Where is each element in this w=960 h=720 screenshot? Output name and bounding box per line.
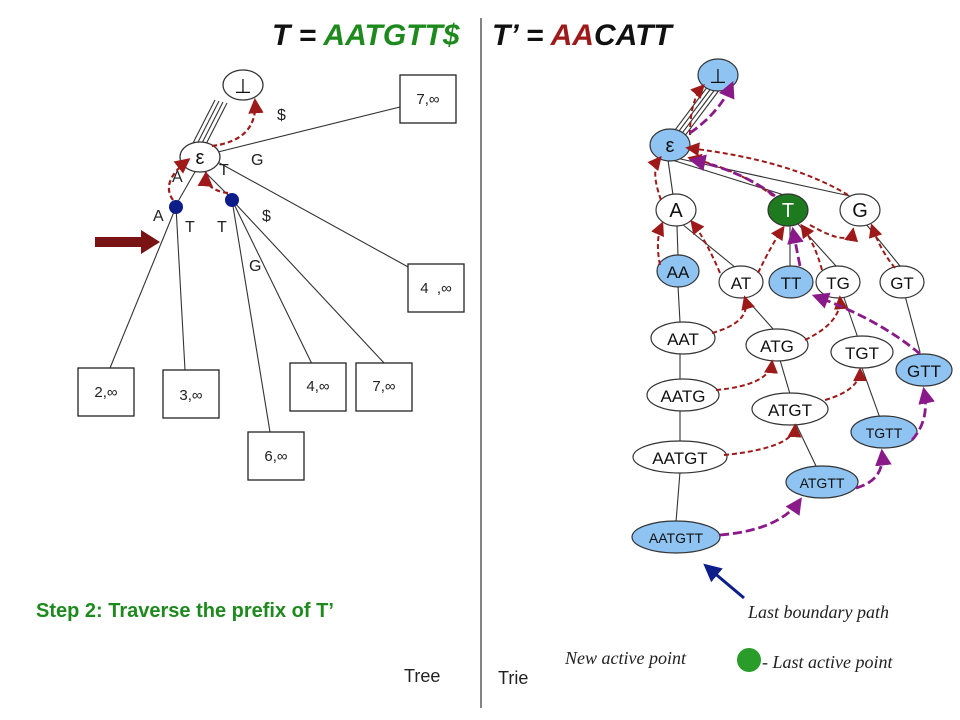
svg-text:G: G [852, 200, 868, 222]
trie-node-ATG: ATG [745, 328, 809, 362]
title-left-string: AATGTT$ [322, 19, 459, 52]
tree-suffix-link-root [211, 97, 264, 148]
edge-label-t-upper: T [219, 162, 229, 179]
edge-label-a-outer: A [172, 169, 183, 186]
edge-label-dollar-top: $ [277, 107, 286, 124]
legend-new-active-point: New active point [564, 648, 687, 668]
svg-text:⊥: ⊥ [709, 66, 726, 88]
legend-last-active-point-dot [737, 648, 761, 672]
suffix-tree: ⊥ ε $ A T G A T T $ G 7,∞ 4 ,∞ 2,∞ [77, 69, 465, 481]
svg-text:TGT: TGT [845, 344, 879, 363]
legend-last-active-point: - Last active point [762, 652, 893, 672]
svg-text:GTT: GTT [907, 362, 941, 381]
tree-suffix-link-a [167, 158, 191, 201]
svg-text:T: T [782, 200, 794, 222]
tree-leaf-right-mid: 4 ,∞ [407, 263, 465, 313]
edge-label-t-right: T [217, 219, 227, 236]
edge-label-g-upper: G [251, 152, 263, 169]
trie-node-AATGTT: AATGTT [631, 520, 721, 554]
svg-text:AA: AA [667, 263, 690, 282]
leaf-label: 3,∞ [179, 387, 203, 404]
trie-node-TGTT: TGTT [850, 415, 918, 449]
tree-suffix-link-t [197, 170, 229, 195]
trie-node-T: T [767, 193, 809, 227]
leaf-label: 4 ,∞ [420, 280, 452, 297]
title-left-prefix: T = [272, 19, 323, 52]
trie-node-TG: TG [815, 265, 861, 299]
svg-text:GT: GT [890, 274, 914, 293]
title-right-rest: CATT [594, 19, 674, 52]
trie-node-AATG: AATG [646, 378, 720, 412]
svg-text:AATGT: AATGT [652, 449, 707, 468]
legend-last-boundary-path: Last boundary path [747, 602, 889, 622]
trie-node-A: A [655, 193, 697, 227]
edge-label-t-left: T [185, 219, 195, 236]
edge-label-dollar-mid: $ [262, 208, 271, 225]
suffix-trie: ⊥ ε A T G AA AT TT [631, 58, 953, 554]
trie-node-AA: AA [656, 254, 700, 288]
leaf-label: 2,∞ [94, 384, 118, 401]
svg-text:TT: TT [781, 274, 802, 293]
svg-text:AATGTT: AATGTT [649, 530, 704, 546]
tree-internal-node-a [169, 200, 183, 214]
trie-node-TGT: TGT [830, 335, 894, 369]
trie-node-eps: ε [649, 128, 691, 162]
title-left: T = AATGTT$ [272, 19, 460, 52]
tree-leaf-top-right: 7,∞ [399, 74, 457, 124]
trie-node-bottom: ⊥ [697, 58, 739, 92]
tree-leaf-bottom: 6,∞ [247, 431, 305, 481]
trie-node-AAT: AAT [650, 321, 716, 355]
tree-bottom-node [222, 69, 264, 101]
svg-text:TGTT: TGTT [866, 425, 903, 441]
caption-tree: Tree [404, 666, 440, 686]
trie-node-G: G [839, 193, 881, 227]
tree-internal-node-t [225, 193, 239, 207]
trie-node-AATGT: AATGT [632, 440, 728, 474]
leaf-label: 7,∞ [416, 91, 440, 108]
tree-leaf-mid-right: 7,∞ [355, 362, 413, 412]
tree-root-label: ε [196, 147, 205, 169]
tree-leaf-far-left: 2,∞ [77, 367, 135, 417]
edge-label-g-mid: G [249, 258, 261, 275]
leaf-label: 4,∞ [306, 378, 330, 395]
trie-node-ATGT: ATGT [751, 392, 829, 426]
caption-trie: Trie [498, 668, 528, 688]
tree-leaf-left2: 3,∞ [162, 369, 220, 419]
leaf-label: 7,∞ [372, 378, 396, 395]
step-caption: Step 2: Traverse the prefix of T’ [36, 600, 334, 622]
trie-node-ATGTT: ATGTT [785, 465, 859, 499]
tree-bottom-symbol: ⊥ [234, 76, 251, 98]
title-right: T’ = AACATT [492, 19, 674, 52]
svg-text:AATG: AATG [660, 387, 705, 406]
trie-node-TT: TT [768, 265, 814, 299]
trie-node-GT: GT [879, 265, 925, 299]
trie-node-GTT: GTT [895, 353, 953, 387]
svg-text:TG: TG [826, 274, 850, 293]
active-point-arrow [95, 230, 160, 254]
tree-edges [109, 99, 411, 433]
tree-leaf-mid: 4,∞ [289, 362, 347, 412]
trie-node-AT: AT [718, 265, 764, 299]
svg-text:AAT: AAT [667, 330, 699, 349]
leaf-label: 6,∞ [264, 448, 288, 465]
title-right-prefix: T’ = [492, 19, 551, 52]
svg-text:ATGT: ATGT [768, 401, 812, 420]
title-right-highlight: AA [550, 19, 594, 52]
svg-text:ε: ε [666, 135, 675, 157]
edge-label-a-lower: A [153, 208, 164, 225]
svg-text:A: A [669, 200, 683, 222]
svg-text:ATG: ATG [760, 337, 794, 356]
boundary-path-pointer [703, 563, 745, 600]
svg-text:AT: AT [731, 274, 751, 293]
trie-boundary-path [688, 80, 935, 537]
svg-text:ATGTT: ATGTT [800, 475, 845, 491]
